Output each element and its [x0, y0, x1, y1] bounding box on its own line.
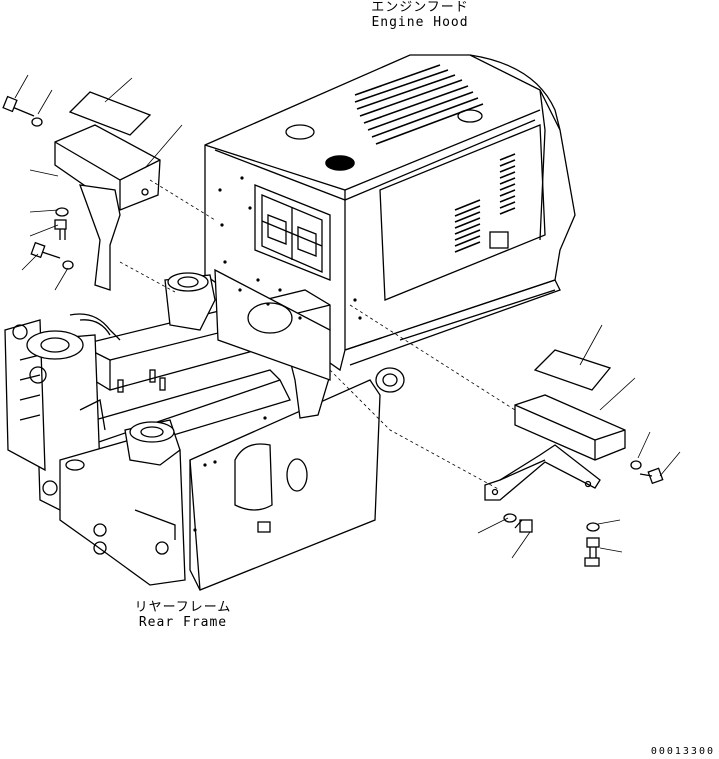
- left-step-cover: [54, 124, 161, 211]
- rear-frame-label-en: Rear Frame: [138, 615, 228, 630]
- left-step-assembly: [2, 74, 216, 293]
- engine-hood-label: エンジンフード Engine Hood: [355, 0, 485, 30]
- drawing-number: 00013300: [650, 746, 715, 757]
- right-step-cover: [514, 394, 626, 461]
- rear-frame-label-jp: リヤーフレーム: [134, 600, 232, 615]
- right-decal-plate: [533, 349, 612, 391]
- rear-frame-label: リヤーフレーム Rear Frame: [118, 600, 248, 630]
- right-step-bracket: [484, 444, 601, 501]
- engine-hood-label-jp: エンジンフード: [371, 0, 469, 15]
- hood-front-window: [254, 184, 331, 281]
- left-step-bracket: [79, 184, 121, 291]
- left-decal-plate: [68, 91, 152, 136]
- right-step-assembly: [329, 304, 681, 567]
- top-grille: [354, 64, 484, 145]
- engine-hood-label-en: Engine Hood: [371, 15, 469, 30]
- rear-frame: [4, 268, 405, 591]
